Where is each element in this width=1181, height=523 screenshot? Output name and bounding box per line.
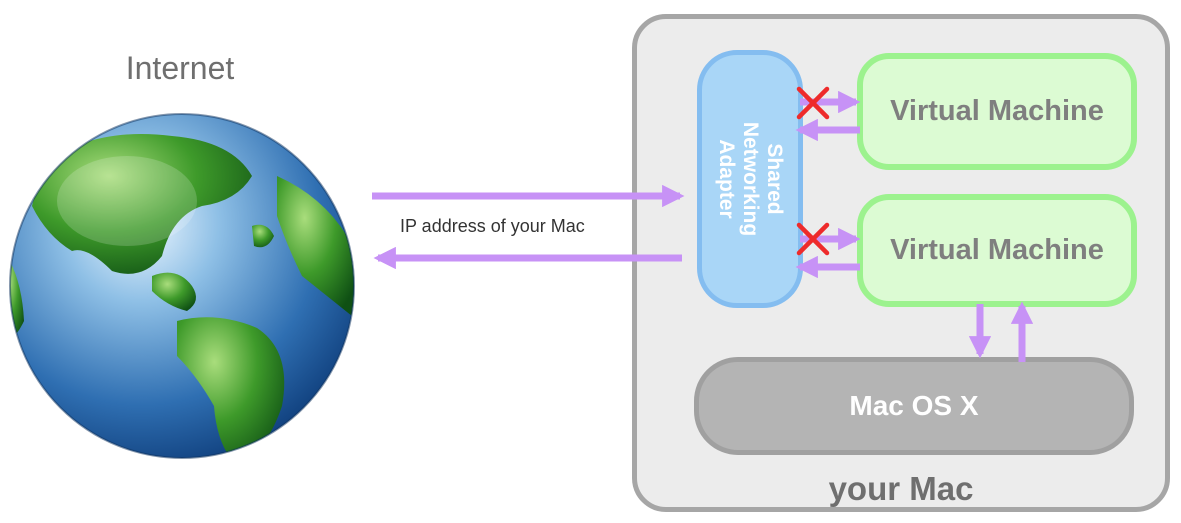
cross-icon [796, 86, 830, 120]
mac-os-x-box: Mac OS X [694, 357, 1134, 455]
your-mac-label: your Mac [828, 470, 974, 507]
virtual-machine-2: Virtual Machine [857, 194, 1137, 307]
internet-label: Internet [125, 50, 235, 86]
virtual-machine-1: Virtual Machine [857, 53, 1137, 170]
globe-icon [9, 113, 355, 459]
cross-icon [796, 222, 830, 256]
ip-address-label: IP address of your Mac [400, 216, 585, 236]
shared-networking-adapter [697, 50, 803, 308]
